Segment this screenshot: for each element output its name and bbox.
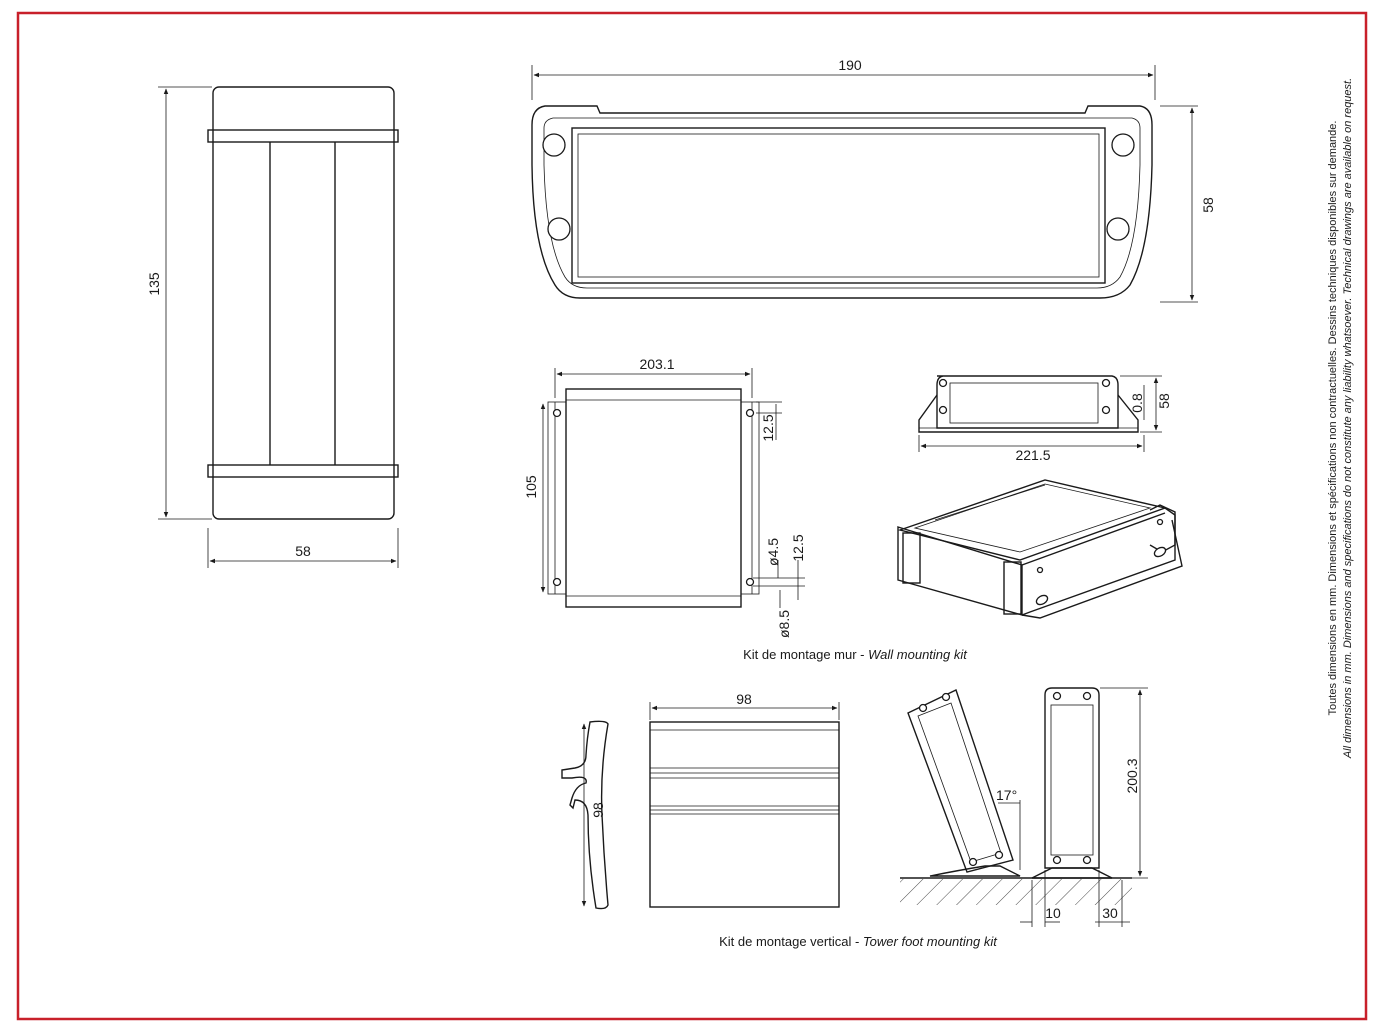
ground-hatching: [900, 877, 1132, 905]
dim-side-width: 58: [295, 543, 311, 559]
dim-bracket-height: 58: [1156, 393, 1172, 409]
dim-wall-hole-large: ø8.5: [776, 610, 792, 638]
dim-wall-offset-side: 12.5: [790, 534, 806, 561]
wall-mount-view: 203.1 105 12.5 ø4.5 12.5 ø8.5: [523, 356, 806, 638]
dim-bracket-width: 221.5: [1015, 447, 1050, 463]
caption-wall-en: Wall mounting kit: [868, 647, 968, 662]
tower-tilted-view: 17°: [907, 689, 1021, 877]
dim-front-width: 190: [838, 57, 862, 73]
sheet-border: [16, 11, 1368, 1021]
front-view: 190 58: [531, 57, 1216, 303]
dim-foot-width: 98: [736, 691, 752, 707]
dim-tower-height: 200.3: [1124, 758, 1140, 793]
caption-tower-mounting: Kit de montage vertical - Tower foot mou…: [719, 934, 998, 949]
caption-wall-fr: Kit de montage mur -: [743, 647, 868, 662]
caption-tower-fr: Kit de montage vertical -: [719, 934, 863, 949]
foot-flat-view: 98: [649, 691, 840, 908]
dim-front-height: 58: [1200, 197, 1216, 213]
dim-wall-offset-top: 12.5: [760, 414, 776, 441]
dim-side-height: 135: [146, 272, 162, 296]
isometric-enclosure: [897, 479, 1183, 619]
caption-tower-en: Tower foot mounting kit: [863, 934, 998, 949]
dim-foot-offset-left: 10: [1045, 905, 1061, 921]
dim-foot-offset-right: 30: [1102, 905, 1118, 921]
caption-wall-mounting: Kit de montage mur - Wall mounting kit: [743, 647, 968, 662]
wall-bracket-front: 221.5 58 0.8: [918, 375, 1172, 463]
dim-wall-height: 105: [523, 475, 539, 499]
dim-wall-width: 203.1: [639, 356, 674, 372]
dim-foot-profile-height: 98: [590, 802, 606, 818]
note-english: All dimensions in mm. Dimensions and spe…: [1342, 78, 1354, 759]
foot-profile: 98: [561, 720, 609, 910]
side-view: 135 58: [146, 86, 399, 568]
dim-wall-hole-small: ø4.5: [765, 538, 781, 566]
dim-tilt-angle: 17°: [996, 787, 1017, 803]
note-french: Toutes dimensions en mm. Dimensions et s…: [1327, 121, 1339, 716]
dim-bracket-small: 0.8: [1129, 393, 1145, 413]
